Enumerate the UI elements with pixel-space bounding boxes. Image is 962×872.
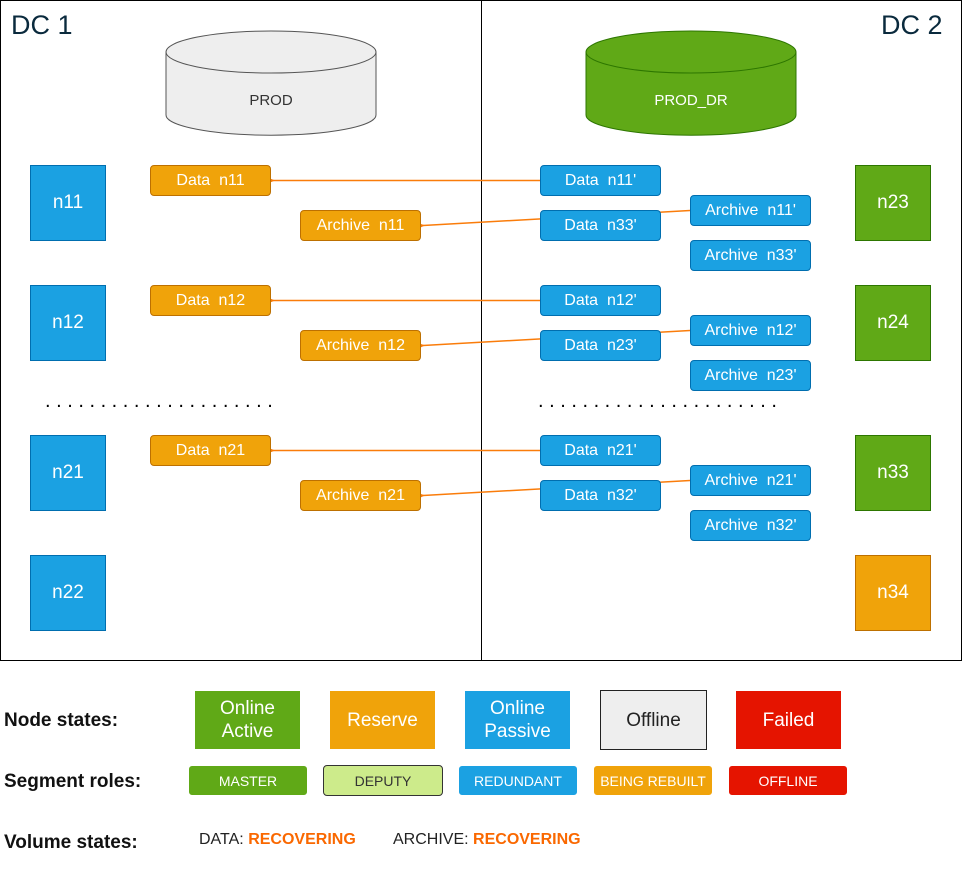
prod-database-icon[interactable] xyxy=(165,30,377,136)
legend-failed: Failed xyxy=(735,690,842,750)
legend-reserve-label: Reserve xyxy=(347,709,418,731)
segment-archive-n11[interactable]: Archive n11 xyxy=(300,210,421,241)
legend-online-passive: Online Passive xyxy=(464,690,571,750)
node-n22[interactable]: n22 xyxy=(30,555,106,631)
legend-reserve: Reserve xyxy=(329,690,436,750)
segment-archive-n11-replica[interactable]: Archive n11' xyxy=(690,195,811,226)
segment-archive-n12[interactable]: Archive n12 xyxy=(300,330,421,361)
volume-data-name: DATA: xyxy=(199,831,244,848)
node-n34[interactable]: n34 xyxy=(855,555,931,631)
legend-failed-label: Failed xyxy=(762,709,815,731)
legend-role-master: MASTER xyxy=(188,765,308,796)
segment-data-n32-replica[interactable]: Data n32' xyxy=(540,480,661,511)
dc2-ellipsis: . . . . . . . . . . . . . . . . . . . . … xyxy=(538,390,777,412)
dc1-ellipsis: . . . . . . . . . . . . . . . . . . . . … xyxy=(45,390,273,412)
legend-role-redundant: REDUNDANT xyxy=(458,765,578,796)
volume-state-data: DATA: RECOVERING xyxy=(199,831,356,849)
legend-offline: Offline xyxy=(600,690,707,750)
segment-archive-n21-replica[interactable]: Archive n21' xyxy=(690,465,811,496)
legend-role-offline: OFFLINE xyxy=(728,765,848,796)
segment-archive-n21[interactable]: Archive n21 xyxy=(300,480,421,511)
segment-archive-n33-replica[interactable]: Archive n33' xyxy=(690,240,811,271)
legend-online-active-line1: Online xyxy=(220,698,275,719)
dc2-title: DC 2 xyxy=(881,10,943,40)
segment-archive-n23-replica[interactable]: Archive n23' xyxy=(690,360,811,391)
volume-state-archive: ARCHIVE: RECOVERING xyxy=(393,831,581,849)
legend-role-being-rebuilt: BEING REBUILT xyxy=(593,765,713,796)
legend-role-deputy: DEPUTY xyxy=(323,765,443,796)
segment-archive-n32-replica[interactable]: Archive n32' xyxy=(690,510,811,541)
prod-database-label: PROD xyxy=(249,92,293,109)
legend-online-passive-line1: Online xyxy=(490,698,545,719)
prod-dr-database-icon[interactable] xyxy=(585,30,797,136)
segment-data-n12-replica[interactable]: Data n12' xyxy=(540,285,661,316)
legend-offline-label: Offline xyxy=(626,709,681,731)
segment-data-n33-replica[interactable]: Data n33' xyxy=(540,210,661,241)
segment-archive-n12-replica[interactable]: Archive n12' xyxy=(690,315,811,346)
segment-data-n21[interactable]: Data n21 xyxy=(150,435,271,466)
volume-data-state: RECOVERING xyxy=(248,831,356,848)
segment-data-n11-replica[interactable]: Data n11' xyxy=(540,165,661,196)
diagram-svg xyxy=(165,30,797,502)
node-n23[interactable]: n23 xyxy=(855,165,931,241)
node-n11[interactable]: n11 xyxy=(30,165,106,241)
volume-archive-state: RECOVERING xyxy=(473,831,581,848)
legend-online-passive-line2: Passive xyxy=(484,721,551,742)
legend-online-active-line2: Active xyxy=(221,721,274,742)
volume-states-label: Volume states: xyxy=(4,832,138,853)
segment-data-n11[interactable]: Data n11 xyxy=(150,165,271,196)
dc1-title: DC 1 xyxy=(11,10,73,40)
prod-dr-database-label: PROD_DR xyxy=(654,92,728,109)
node-n24[interactable]: n24 xyxy=(855,285,931,361)
node-states-label: Node states: xyxy=(4,710,119,731)
segment-data-n23-replica[interactable]: Data n23' xyxy=(540,330,661,361)
node-n12[interactable]: n12 xyxy=(30,285,106,361)
node-n21[interactable]: n21 xyxy=(30,435,106,511)
segment-data-n12[interactable]: Data n12 xyxy=(150,285,271,316)
segment-roles-label: Segment roles: xyxy=(4,771,142,792)
node-n33[interactable]: n33 xyxy=(855,435,931,511)
volume-archive-name: ARCHIVE: xyxy=(393,831,469,848)
segment-data-n21-replica[interactable]: Data n21' xyxy=(540,435,661,466)
legend-online-active: Online Active xyxy=(194,690,301,750)
